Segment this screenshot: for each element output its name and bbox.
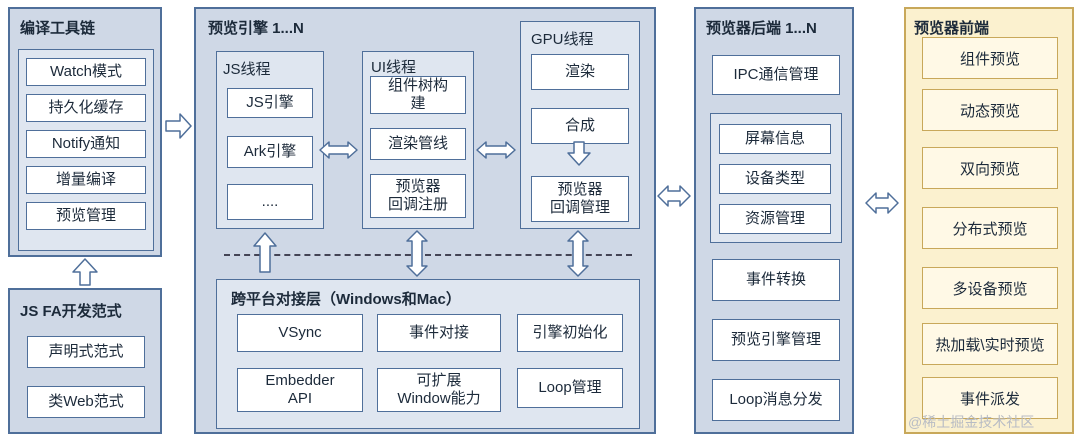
- preview-callback-manage-box: 预览器 回调管理: [531, 176, 629, 222]
- preview-callback-manage-label: 预览器 回调管理: [549, 181, 610, 216]
- arrow-jsfa-toolchain: [72, 258, 98, 286]
- device-type-box: 设备类型: [719, 164, 831, 194]
- backend-info-group: 屏幕信息 设备类型 资源管理: [710, 113, 842, 243]
- engine-init-box: 引擎初始化: [517, 314, 623, 352]
- ui-thread-title: UI线程: [371, 59, 417, 76]
- arrow-toolchain-engine: [165, 113, 192, 139]
- arrow-backend-frontend: [865, 192, 899, 214]
- js-more-box: ....: [227, 184, 313, 220]
- jsfa-title: JS FA开发范式: [20, 303, 122, 320]
- event-convert-box: 事件转换: [712, 259, 840, 301]
- js-engine-box: JS引擎: [227, 88, 313, 118]
- gpu-render-box: 渲染: [531, 54, 629, 90]
- engine-manage-box: 预览引擎管理: [712, 319, 840, 361]
- loop-dispatch-box: Loop消息分发: [712, 379, 840, 421]
- frontend-item-distributed: 分布式预览: [922, 207, 1058, 249]
- arrow-platform-ui: [406, 230, 428, 277]
- ui-thread-group: UI线程 组件树构 建 渲染管线 预览器 回调注册: [362, 51, 474, 229]
- event-dock-box: 事件对接: [377, 314, 501, 352]
- toolchain-panel: 编译工具链 Watch模式 持久化缓存 Notify通知 增量编译 预览管理: [8, 7, 162, 257]
- loop-manage-box: Loop管理: [517, 368, 623, 408]
- js-thread-group: JS线程 JS引擎 Ark引擎 ....: [216, 51, 324, 229]
- arrow-platform-js: [253, 232, 277, 273]
- jsfa-item-web: 类Web范式: [27, 386, 145, 418]
- embedder-api-label: Embedder API: [265, 372, 335, 407]
- ipc-box: IPC通信管理: [712, 55, 840, 95]
- component-tree-label: 组件树构 建: [387, 77, 448, 112]
- platform-layer-group: 跨平台对接层（Windows和Mac） VSync 事件对接 引擎初始化 Emb…: [216, 279, 640, 429]
- frontend-item-hotreload: 热加载\实时预览: [922, 323, 1058, 365]
- arrow-composite-callback: [567, 141, 591, 166]
- platform-layer-title: 跨平台对接层（Windows和Mac）: [231, 291, 461, 308]
- toolchain-item-notify: Notify通知: [26, 130, 146, 158]
- gpu-thread-group: GPU线程 渲染 合成 预览器 回调管理: [520, 21, 640, 229]
- arrow-js-ui: [319, 141, 358, 159]
- frontend-panel: 预览器前端 组件预览 动态预览 双向预览 分布式预览 多设备预览 热加载\实时预…: [904, 7, 1074, 434]
- render-pipeline-box: 渲染管线: [370, 128, 466, 160]
- frontend-item-multidevice: 多设备预览: [922, 267, 1058, 309]
- frontend-item-dynamic: 动态预览: [922, 89, 1058, 131]
- window-capability-box: 可扩展 Window能力: [377, 368, 501, 412]
- engine-title: 预览引擎 1...N: [208, 20, 304, 37]
- toolchain-item-cache: 持久化缓存: [26, 94, 146, 122]
- arrow-engine-backend: [657, 185, 691, 207]
- component-tree-box: 组件树构 建: [370, 76, 466, 114]
- backend-title: 预览器后端 1...N: [706, 20, 817, 37]
- engine-panel: 预览引擎 1...N JS线程 JS引擎 Ark引擎 .... UI线程 组件树…: [194, 7, 656, 434]
- toolchain-title: 编译工具链: [20, 20, 96, 37]
- resource-manage-box: 资源管理: [719, 204, 831, 234]
- gpu-thread-title: GPU线程: [531, 31, 594, 48]
- js-thread-title: JS线程: [223, 61, 271, 78]
- toolchain-item-preview-mgmt: 预览管理: [26, 202, 146, 230]
- preview-callback-register-box: 预览器 回调注册: [370, 174, 466, 218]
- toolchain-group: Watch模式 持久化缓存 Notify通知 增量编译 预览管理: [18, 49, 154, 251]
- frontend-item-bidirectional: 双向预览: [922, 147, 1058, 189]
- ark-engine-box: Ark引擎: [227, 136, 313, 168]
- frontend-title: 预览器前端: [914, 20, 990, 37]
- engine-divider: [224, 254, 632, 256]
- frontend-item-event-dispatch: 事件派发: [922, 377, 1058, 419]
- screen-info-box: 屏幕信息: [719, 124, 831, 154]
- preview-callback-register-label: 预览器 回调注册: [387, 178, 448, 213]
- toolchain-item-watch: Watch模式: [26, 58, 146, 86]
- arrow-platform-gpu: [567, 230, 589, 277]
- frontend-item-component: 组件预览: [922, 37, 1058, 79]
- jsfa-panel: JS FA开发范式 声明式范式 类Web范式: [8, 288, 162, 434]
- toolchain-item-incremental: 增量编译: [26, 166, 146, 194]
- watermark: @稀土掘金技术社区: [908, 414, 1035, 430]
- jsfa-item-declarative: 声明式范式: [27, 336, 145, 368]
- window-capability-label: 可扩展 Window能力: [397, 372, 481, 407]
- embedder-api-box: Embedder API: [237, 368, 363, 412]
- arrow-ui-gpu: [476, 141, 516, 159]
- vsync-box: VSync: [237, 314, 363, 352]
- backend-panel: 预览器后端 1...N IPC通信管理 屏幕信息 设备类型 资源管理 事件转换 …: [694, 7, 854, 434]
